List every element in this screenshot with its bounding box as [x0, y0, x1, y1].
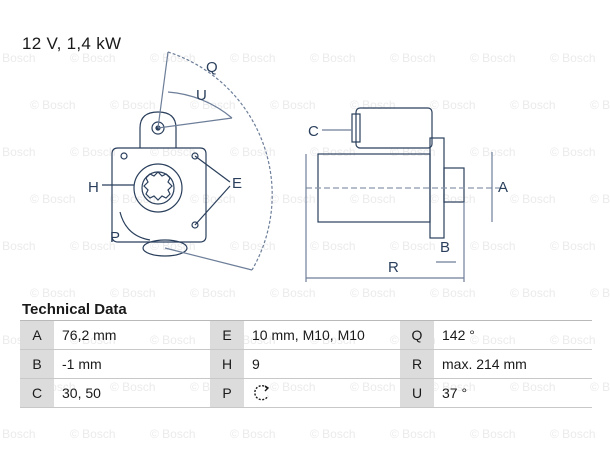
front-bottom-lug	[142, 239, 188, 257]
label-b: B	[440, 239, 450, 256]
table-key: B	[20, 350, 54, 378]
pinion-outer	[133, 163, 183, 213]
table-value: max. 214 mm	[442, 356, 527, 372]
table-value: 10 mm, M10, M10	[252, 327, 365, 343]
label-p: P	[110, 229, 120, 246]
watermark-text: © Bosch	[350, 286, 396, 300]
table-value: 30, 50	[62, 385, 101, 401]
table-key: U	[400, 379, 434, 407]
leader-q-bottom	[164, 247, 253, 271]
label-a: A	[498, 179, 508, 196]
table-key: R	[400, 350, 434, 378]
watermark-text: © Bosch	[70, 427, 116, 441]
table-value: 9	[252, 356, 260, 372]
side-solenoid-cap	[351, 113, 361, 143]
watermark-text: © Bosch	[430, 286, 476, 300]
pinion-gear-teeth	[143, 171, 173, 201]
starter-spec-headline: 12 V, 1,4 kW	[22, 34, 122, 53]
label-h: H	[88, 179, 99, 196]
side-pinion	[443, 167, 465, 203]
table-key: C	[20, 379, 54, 407]
label-u: U	[196, 87, 207, 104]
arc-q-dimension	[167, 51, 273, 271]
watermark-text: © Bosch	[390, 427, 436, 441]
rotation-direction-icon	[254, 385, 270, 401]
table-key: H	[210, 350, 244, 378]
watermark-text: © Bosch	[230, 427, 276, 441]
watermark-text: © Bosch	[550, 427, 596, 441]
technical-data-table: A 76,2 mm E 10 mm, M10, M10 Q 142 ° B -1…	[20, 320, 592, 408]
table-value: 142 °	[442, 327, 475, 343]
table-value: -1 mm	[62, 356, 102, 372]
table-row: B -1 mm H 9 R max. 214 mm	[20, 350, 592, 379]
table-value	[244, 379, 400, 407]
flange-hole-br	[191, 221, 199, 229]
section-title: Technical Data	[22, 301, 127, 318]
ear-bolt-hole	[151, 121, 165, 135]
table-row: C 30, 50 P U 37 °	[20, 379, 592, 408]
leader-e-1	[194, 155, 231, 183]
watermark-text: © Bosch	[590, 286, 610, 300]
watermark-text: © Bosch	[30, 286, 76, 300]
watermark-text: © Bosch	[510, 286, 556, 300]
flange-hole-tl	[120, 152, 128, 160]
front-mounting-ear	[139, 111, 177, 148]
starter-motor-drawing: Q U H E P C A B R	[88, 51, 508, 282]
table-key: Q	[400, 321, 434, 349]
table-row: A 76,2 mm E 10 mm, M10, M10 Q 142 °	[20, 321, 592, 350]
watermark-text: © Bosch	[110, 286, 156, 300]
watermark-text: © Bosch	[150, 427, 196, 441]
watermark-text: © Bosch	[190, 286, 236, 300]
watermark-text: © Bosch	[470, 427, 516, 441]
table-key: E	[210, 321, 244, 349]
leader-e-2	[194, 185, 231, 226]
arc-u-dimension	[167, 91, 233, 119]
watermark-text: © Bosch	[310, 427, 356, 441]
table-key: A	[20, 321, 54, 349]
leader-u-top	[157, 117, 233, 129]
label-e: E	[232, 175, 242, 192]
label-q: Q	[206, 59, 218, 76]
side-solenoid	[355, 107, 433, 149]
flange-hole-tr	[191, 152, 199, 160]
watermark-text: © Bosch	[270, 286, 316, 300]
watermark-text: © Bosch	[0, 427, 36, 441]
arrow-p-rotation	[119, 211, 151, 241]
watermark-text: © Bosch	[590, 380, 610, 394]
leader-q-top	[157, 51, 169, 129]
table-value: 76,2 mm	[62, 327, 117, 343]
front-flange-outline	[111, 147, 207, 243]
table-value: 37 °	[442, 385, 468, 401]
label-r: R	[388, 259, 399, 276]
label-c: C	[308, 123, 319, 140]
table-key: P	[210, 379, 244, 407]
